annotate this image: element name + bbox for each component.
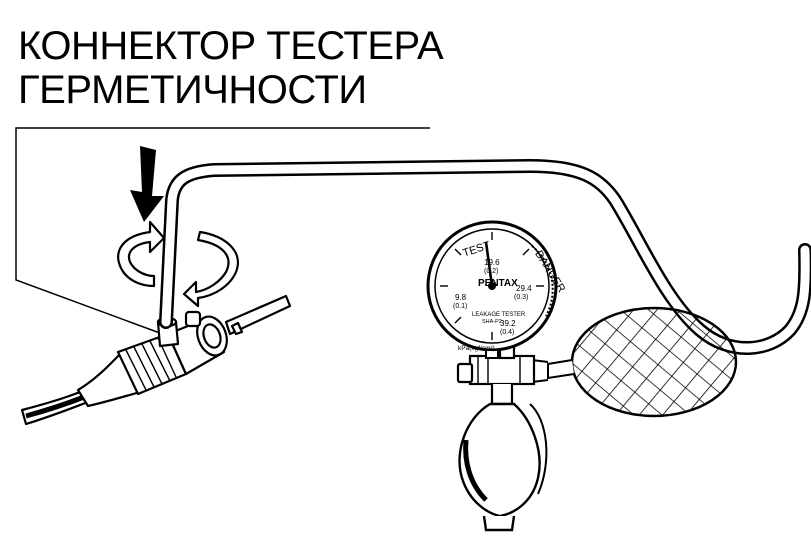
endoscope: [20, 294, 292, 426]
gauge-scale-sub: (0.4): [500, 329, 514, 336]
vent-nipple: [184, 310, 202, 328]
gauge-scale-sub: (0.2): [484, 268, 498, 275]
gauge-needle: [484, 241, 494, 287]
gauge-unit: kPa(kgf/cm²): [458, 345, 495, 352]
callout-title: КОННЕКТОР ТЕСТЕРА ГЕРМЕТИЧНОСТИ: [18, 24, 444, 112]
connector-rod: [224, 294, 292, 336]
pressure-gauge: TEST DANGER PENTAX LEAKAGE TESTER SHA-P2…: [426, 220, 567, 359]
hand-bulb: [458, 402, 548, 532]
arrow-down-icon: [130, 146, 164, 222]
cable-shade: [25, 394, 85, 419]
gauge-brand: PENTAX: [478, 278, 518, 289]
valve-manifold: [456, 340, 536, 406]
rotate-cw-icon: [182, 230, 239, 308]
callout-title-line2: ГЕРМЕТИЧНОСТИ: [18, 68, 367, 112]
callout-leader: [15, 127, 430, 337]
gauge-scale-value: 9.8: [455, 293, 467, 302]
gauge-scale-value: 19.6: [484, 258, 500, 267]
gauge-scale-sub: (0.1): [453, 303, 467, 310]
callout-title-line1: КОННЕКТОР ТЕСТЕРА: [18, 24, 444, 68]
gauge-model-line1: LEAKAGE TESTER: [472, 312, 526, 318]
rotate-ccw-icon: [117, 220, 166, 288]
gauge-scale-value: 39.2: [500, 319, 516, 328]
gauge-model-line2: SHA-P2: [482, 319, 502, 325]
squeeze-bulb: [531, 306, 738, 418]
gauge-scale-value: 29.4: [516, 284, 532, 293]
air-tube: [159, 159, 811, 355]
gauge-scale-sub: (0.3): [514, 294, 528, 301]
